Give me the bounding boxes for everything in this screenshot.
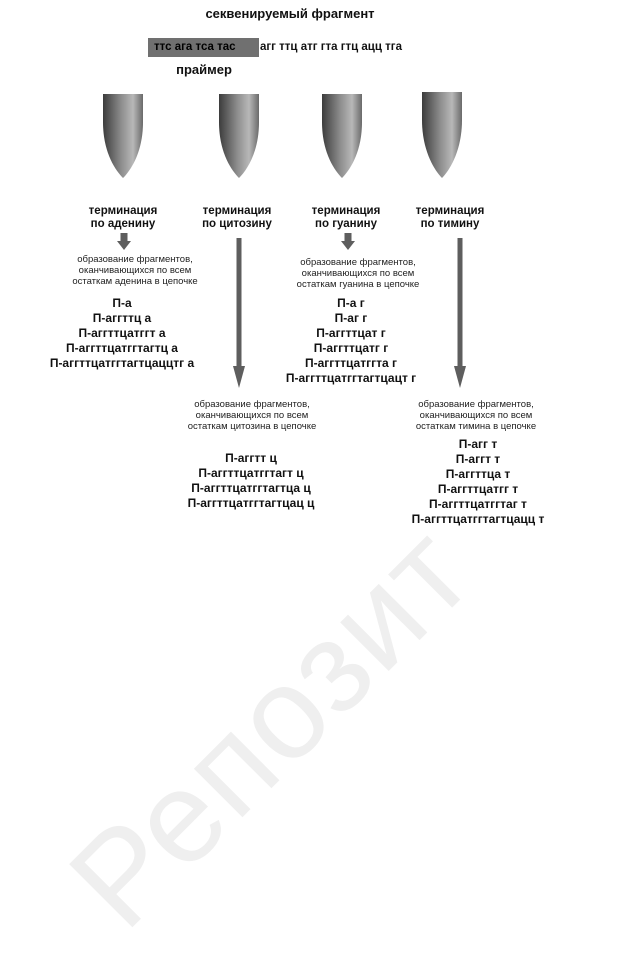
fragment: П-аггттца т	[445, 467, 511, 481]
arrow-thymine	[454, 238, 466, 388]
arrow-adenine	[117, 233, 131, 250]
fragment: П-а г	[337, 296, 365, 310]
fragment: П-а	[112, 296, 132, 310]
fragments-adenine: П-а П-аггттц а П-аггттцатггт а П-аггттца…	[50, 296, 194, 371]
watermark: Репозит	[41, 497, 499, 955]
fragment: П-аггттцат г	[316, 326, 386, 340]
fragments-guanine: П-а г П-аг г П-аггттцат г П-аггттцатг г …	[286, 296, 416, 386]
sequence-rest: агг ттц атг гта гтц ацц тга	[260, 41, 402, 53]
fragment: П-аггтт ц	[225, 451, 277, 465]
fragment: П-агг т	[458, 437, 498, 451]
fragments-thymine: П-агг т П-аггт т П-аггттца т П-аггттцатг…	[412, 437, 545, 527]
description-adenine: образование фрагментов,оканчивающихся по…	[72, 254, 198, 287]
fragment: П-аггттцатг г	[313, 341, 389, 355]
fragment: П-аггттцатггтагт ц	[198, 466, 304, 480]
fragment: П-аггттцатггтагтц а	[66, 341, 178, 355]
description-cytosine: образование фрагментов,оканчивающихся по…	[187, 399, 317, 432]
fragment: П-аггттцатггт а	[78, 326, 166, 340]
fragment: П-аггттцатггта г	[304, 356, 397, 370]
primer-label: праймер	[176, 62, 232, 77]
tube-adenine	[103, 94, 143, 178]
tube-thymine	[422, 92, 462, 178]
description-guanine: образование фрагментов,оканчивающихся по…	[296, 257, 420, 290]
diagram-title: секвенируемый фрагмент	[205, 6, 375, 21]
fragment: П-аггттцатгг т	[437, 482, 519, 496]
fragment: П-аггттцатггтагтцацт г	[285, 371, 417, 385]
fragment: П-аггттцатггтаг т	[429, 497, 527, 511]
fragment: П-аггттцатггтагтцацц т	[411, 512, 545, 526]
fragment: П-аггттцатггтагтцаццтг а	[49, 356, 195, 370]
fragment: П-аг г	[334, 311, 368, 325]
tube-guanine	[322, 94, 362, 178]
fragment: П-аггттц а	[92, 311, 152, 325]
fragment: П-аггт т	[455, 452, 501, 466]
arrow-guanine	[341, 233, 355, 250]
tube-cytosine	[219, 94, 259, 178]
sequence-primer-part: ттс ага тса тас	[148, 38, 259, 57]
fragment: П-аггттцатггтагтцац ц	[187, 496, 315, 510]
arrow-cytosine	[233, 238, 245, 388]
fragment: П-аггттцатггтагтца ц	[191, 481, 311, 495]
description-thymine: образование фрагментов,оканчивающихся по…	[415, 399, 537, 432]
fragments-cytosine: П-аггтт ц П-аггттцатггтагт ц П-аггттцатг…	[188, 451, 315, 511]
